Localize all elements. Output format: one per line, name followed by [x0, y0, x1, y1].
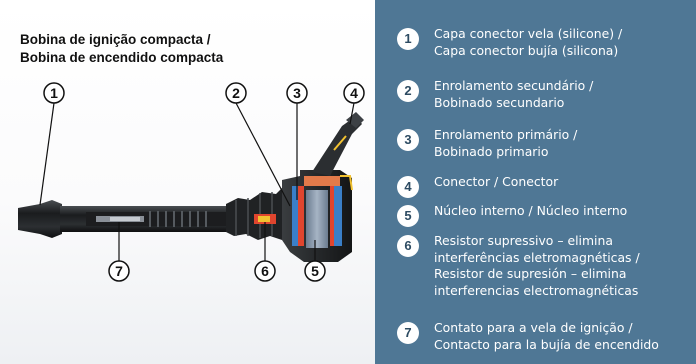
- callout-4: 4: [343, 82, 365, 104]
- legend-line: Bobinado primario: [434, 143, 549, 159]
- legend-badge-7: 7: [397, 322, 419, 344]
- legend-line: Contacto para la bujía de encendido: [434, 336, 659, 352]
- diagram-title-line-2: Bobina de encendido compacta: [20, 50, 224, 65]
- svg-text:2: 2: [232, 85, 240, 101]
- legend-badge-3: 3: [397, 129, 419, 151]
- legend-line: Conector / Conector: [434, 174, 559, 189]
- legend-text-1: Capa conector vela (silicone) / Capa con…: [434, 26, 696, 59]
- legend-line: Bobinado secundario: [434, 94, 565, 110]
- callout-6: 6: [254, 260, 276, 282]
- callout-1: 1: [43, 82, 65, 104]
- legend-text-3: Enrolamento primário / Bobinado primario: [434, 127, 696, 160]
- legend-text-2: Enrolamento secundário / Bobinado secund…: [434, 78, 696, 111]
- diagram-title: Bobina de ignição compacta / Bobina de e…: [20, 31, 223, 67]
- legend-badge-6: 6: [397, 235, 419, 257]
- legend-line: Resistor supressivo – elimina: [434, 233, 613, 248]
- svg-text:4: 4: [350, 85, 358, 101]
- diagram-title-line-1: Bobina de ignição compacta /: [20, 32, 211, 47]
- legend-line: Enrolamento primário /: [434, 127, 578, 142]
- callout-2: 2: [225, 82, 247, 104]
- legend-text-6: Resistor supressivo – elimina interferên…: [434, 233, 696, 299]
- svg-text:1: 1: [50, 85, 58, 101]
- callout-3: 3: [286, 82, 308, 104]
- legend-line: interferências eletromagnéticas /: [434, 249, 640, 265]
- leader-lines: [39, 102, 355, 261]
- inner-core: [306, 190, 328, 248]
- legend-badge-5: 5: [397, 205, 419, 227]
- legend-line: Enrolamento secundário /: [434, 78, 594, 93]
- connector: [312, 112, 364, 191]
- svg-text:7: 7: [115, 263, 123, 279]
- suppression-resistor: [254, 214, 276, 224]
- legend-line: Contato para a vela de ignição /: [434, 320, 633, 335]
- secondary-winding: [292, 186, 300, 246]
- legend-line: Capa conector bujía (silicona): [434, 42, 619, 58]
- svg-text:6: 6: [261, 263, 269, 279]
- legend-text-7: Contato para a vela de ignição / Contact…: [434, 320, 696, 353]
- svg-text:3: 3: [293, 85, 301, 101]
- legend-line: Capa conector vela (silicone) /: [434, 26, 623, 41]
- ignition-coil-diagram: 1 2 3 4 5 6 7: [18, 82, 365, 282]
- legend-badge-2: 2: [397, 80, 419, 102]
- svg-text:5: 5: [311, 263, 319, 279]
- primary-winding: [298, 186, 304, 246]
- legend-text-4: Conector / Conector: [434, 174, 696, 191]
- callout-5: 5: [304, 260, 326, 282]
- legend-line: Resistor de supresión – elimina: [434, 266, 627, 281]
- diagram-panel: Bobina de ignição compacta / Bobina de e…: [0, 0, 375, 364]
- legend-badge-1: 1: [397, 28, 419, 50]
- legend-badge-4: 4: [397, 176, 419, 198]
- legend-panel: 1 Capa conector vela (silicone) / Capa c…: [375, 0, 696, 364]
- callout-7: 7: [108, 260, 130, 282]
- legend-text-5: Núcleo interno / Núcleo interno: [434, 203, 696, 220]
- coil-body: [282, 170, 352, 262]
- spark-plug-contact: [96, 216, 144, 222]
- legend-line: interferencias electromagnéticas: [434, 282, 639, 298]
- spark-plug-boot: [18, 188, 282, 240]
- legend-line: Núcleo interno / Núcleo interno: [434, 203, 628, 218]
